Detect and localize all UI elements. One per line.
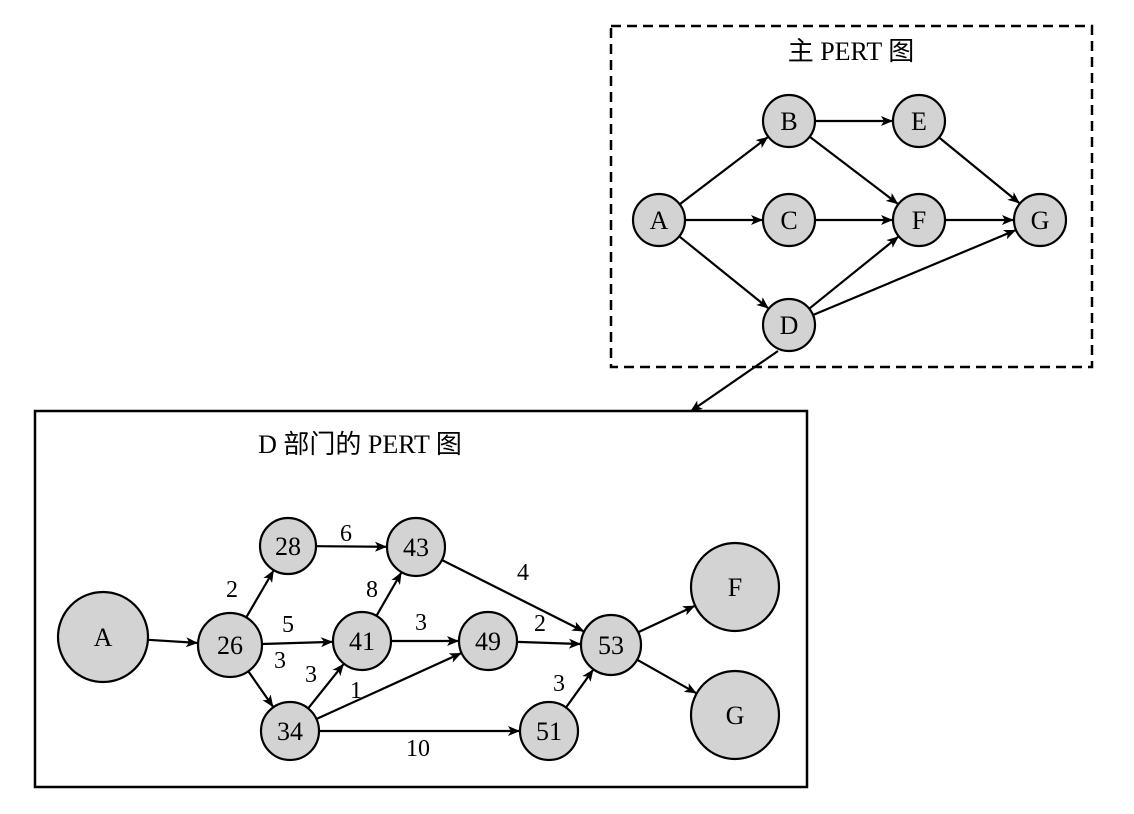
- d-edge-43-53: [441, 559, 585, 633]
- drilldown-arrow: [690, 350, 779, 412]
- main-chart-title: 主 PERT 图: [788, 37, 915, 66]
- main-node-F: F: [891, 192, 947, 248]
- main-edge-E-G: [938, 136, 1020, 204]
- main-node-C-circle: [761, 192, 817, 248]
- main-edge-A-B: [679, 136, 769, 206]
- d-node-49-label: 49: [475, 627, 501, 656]
- d-node-28-label: 28: [275, 532, 301, 561]
- d-weight-41-43: 8: [366, 577, 378, 603]
- d-edge-A-26: [147, 637, 199, 648]
- main-node-B: B: [761, 93, 817, 149]
- d-weight-41-49: 3: [415, 610, 427, 636]
- main-edge-D-F: [808, 236, 899, 310]
- d-edge-28-43: [315, 541, 387, 552]
- d-node-F-label: F: [728, 573, 742, 602]
- d-node-43-circle: [385, 516, 447, 578]
- d-node-A-circle: [56, 590, 150, 684]
- d-node-26-label: 26: [217, 631, 243, 660]
- main-node-B-label: B: [780, 107, 797, 136]
- d-node-41-circle: [331, 610, 393, 672]
- d-node-41-label: 41: [349, 627, 375, 656]
- d-node-F: F: [689, 541, 781, 633]
- main-node-E-circle: [891, 93, 947, 149]
- d-node-41: 41: [331, 610, 393, 672]
- d-edge-26-34: [247, 670, 274, 708]
- main-edge-B-F: [809, 135, 899, 205]
- d-node-51-label: 51: [536, 717, 562, 746]
- main-node-A-circle: [631, 192, 687, 248]
- d-chart-title: D 部门的 PERT 图: [258, 430, 462, 459]
- d-node-34: 34: [259, 700, 321, 762]
- main-node-C: C: [761, 192, 817, 248]
- d-weight-28-43: 6: [340, 521, 352, 547]
- main-node-D-label: D: [780, 311, 799, 340]
- d-edge-34-41: [307, 663, 345, 710]
- d-weight-34-51: 10: [406, 736, 430, 762]
- d-edge-26-28: [245, 570, 275, 618]
- d-node-43-label: 43: [403, 533, 429, 562]
- main-node-E-label: E: [911, 107, 927, 136]
- d-weight-34-49: 1: [350, 678, 362, 704]
- d-weight-34-41: 3: [305, 662, 317, 688]
- d-node-A-label: A: [94, 623, 113, 652]
- d-node-53-label: 53: [598, 631, 624, 660]
- d-node-28: 28: [258, 516, 318, 576]
- d-node-A: A: [56, 590, 150, 684]
- d-edge-41-43: [375, 572, 403, 617]
- d-node-G: G: [689, 669, 781, 761]
- d-edge-26-41: [261, 637, 333, 648]
- d-edge-49-53: [516, 638, 581, 649]
- d-node-G-label: G: [726, 701, 745, 730]
- main-node-B-circle: [761, 93, 817, 149]
- d-node-G-circle: [689, 669, 781, 761]
- d-weight-26-41: 5: [282, 612, 294, 638]
- d-node-53-circle: [579, 613, 643, 677]
- main-node-G-label: G: [1031, 206, 1050, 235]
- d-node-34-circle: [259, 700, 321, 762]
- d-edge-34-49: [315, 652, 462, 721]
- d-chart-frame: [33, 409, 809, 789]
- main-chart-frame: [609, 24, 1094, 369]
- d-node-28-circle: [258, 516, 318, 576]
- d-weight-51-53: 3: [553, 671, 565, 697]
- d-node-26: 26: [196, 611, 264, 679]
- main-node-A-label: A: [650, 206, 669, 235]
- main-edge-A-D: [678, 235, 769, 309]
- main-node-D-circle: [761, 297, 817, 353]
- d-edge-53-F: [637, 605, 696, 634]
- d-edge-53-G: [636, 658, 697, 694]
- d-weight-43-53: 4: [517, 560, 529, 586]
- d-node-26-circle: [196, 611, 264, 679]
- main-edge-D-G: [812, 229, 1017, 317]
- d-weight-26-28: 2: [226, 577, 238, 603]
- d-edge-51-53: [565, 669, 594, 709]
- main-node-F-circle: [891, 192, 947, 248]
- main-node-E: E: [891, 93, 947, 149]
- main-node-G-circle: [1012, 192, 1068, 248]
- main-node-A: A: [631, 192, 687, 248]
- main-node-C-label: C: [780, 206, 797, 235]
- main-node-G: G: [1012, 192, 1068, 248]
- d-node-34-label: 34: [277, 717, 303, 746]
- d-node-43: 43: [385, 516, 447, 578]
- d-node-49: 49: [457, 610, 519, 672]
- d-node-F-circle: [689, 541, 781, 633]
- d-node-51: 51: [518, 700, 580, 762]
- d-weight-49-53: 2: [534, 611, 546, 637]
- d-weight-26-34: 3: [274, 648, 286, 674]
- main-node-F-label: F: [912, 206, 926, 235]
- d-node-53: 53: [579, 613, 643, 677]
- d-node-49-circle: [457, 610, 519, 672]
- main-node-D: D: [761, 297, 817, 353]
- d-node-51-circle: [518, 700, 580, 762]
